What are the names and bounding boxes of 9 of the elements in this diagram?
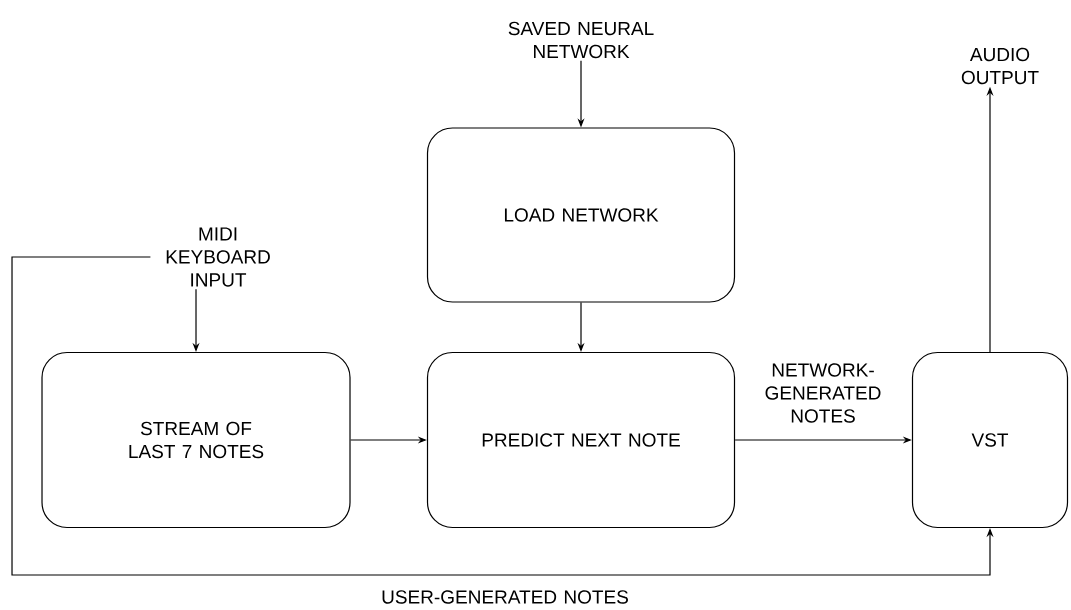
process-box: STREAM OF LAST 7 NOTES [41,351,351,529]
process-box: PREDICT NEXT NOTE [426,351,736,529]
process-box: VST [911,351,1069,529]
text-label: SAVED NEURAL NETWORK [508,21,654,59]
text-label: MIDI KEYBOARD INPUT [166,227,270,287]
process-box: LOAD NETWORK [426,127,736,303]
text-label: AUDIO OUTPUT [961,47,1039,85]
edge-label: NETWORK-GENERATED NOTES [765,363,881,423]
edge-label: USER-GENERATED NOTES [382,590,628,604]
